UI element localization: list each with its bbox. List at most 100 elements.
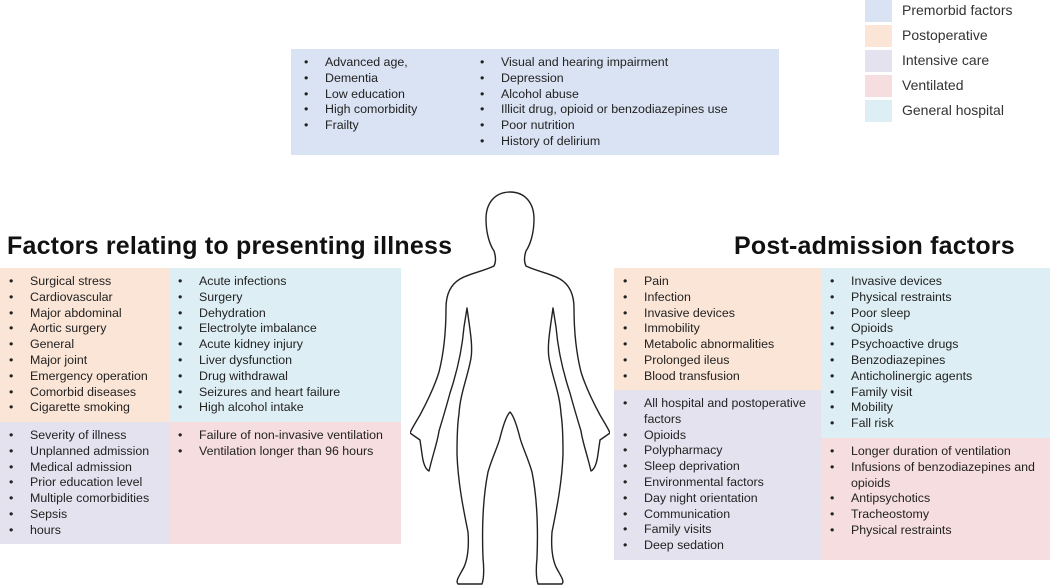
list-item: Unplanned admission <box>6 444 149 460</box>
body-outline <box>410 191 610 585</box>
list-item: Physical restraints <box>827 523 1045 539</box>
list-item: Aortic surgery <box>6 321 148 337</box>
list-item: Poor nutrition <box>477 118 728 134</box>
list-item: History of delirium <box>477 134 728 150</box>
legend: Premorbid factors Postoperative Intensiv… <box>865 0 1050 125</box>
list-item: Advanced age, <box>301 55 417 71</box>
legend-item-ventilated: Ventilated <box>865 75 1050 100</box>
list-item: Metabolic abnormalities <box>620 337 774 353</box>
list-item: Sleep deprivation <box>620 459 816 475</box>
list-item: Poor sleep <box>827 306 972 322</box>
post-admission-general-hospital-box: Invasive devices Physical restraints Poo… <box>821 268 1050 438</box>
list-item: Ventilation longer than 96 hours <box>175 444 383 460</box>
list-item: Sepsis <box>6 507 149 523</box>
post-admission-intensive-care-list: All hospital and postoperative factors O… <box>620 396 816 554</box>
list-item: Immobility <box>620 321 774 337</box>
list-item: Major abdominal <box>6 306 148 322</box>
legend-swatch <box>865 25 892 47</box>
presenting-ventilated-list: Failure of non-invasive ventilation Vent… <box>175 428 383 460</box>
list-item: Polypharmacy <box>620 443 816 459</box>
list-item: Liver dysfunction <box>175 353 340 369</box>
list-item: Psychoactive drugs <box>827 337 972 353</box>
list-item: Family visits <box>620 522 816 538</box>
list-item: High alcohol intake <box>175 400 340 416</box>
post-admission-postoperative-box: Pain Infection Invasive devices Immobili… <box>614 268 821 390</box>
legend-swatch <box>865 100 892 122</box>
list-item: Longer duration of ventilation <box>827 444 1045 460</box>
legend-item-intensive-care: Intensive care <box>865 50 1050 75</box>
list-item: Acute kidney injury <box>175 337 340 353</box>
legend-label: Intensive care <box>902 52 990 68</box>
legend-label: Ventilated <box>902 77 964 93</box>
list-item: Multiple comorbidities <box>6 491 149 507</box>
human-body-outline-icon <box>410 191 610 585</box>
legend-item-postoperative: Postoperative <box>865 25 1050 50</box>
presenting-intensive-care-list: Severity of illness Unplanned admission … <box>6 428 149 539</box>
list-item: Dehydration <box>175 306 340 322</box>
legend-label: Premorbid factors <box>902 2 1013 18</box>
list-item: Mobility <box>827 400 972 416</box>
list-item: Opioids <box>620 428 816 444</box>
list-item: Seizures and heart failure <box>175 385 340 401</box>
list-item: Visual and hearing impairment <box>477 55 728 71</box>
list-item: Cardiovascular <box>6 290 148 306</box>
legend-label: Postoperative <box>902 27 988 43</box>
post-admission-intensive-care-box: All hospital and postoperative factors O… <box>614 390 821 560</box>
premorbid-left-list: Advanced age, Dementia Low education Hig… <box>301 55 417 134</box>
presenting-postoperative-list: Surgical stress Cardiovascular Major abd… <box>6 274 148 416</box>
list-item: Physical restraints <box>827 290 972 306</box>
list-item: Invasive devices <box>827 274 972 290</box>
list-item: Emergency operation <box>6 369 148 385</box>
list-item: Infection <box>620 290 774 306</box>
list-item: High comorbidity <box>301 102 417 118</box>
list-item: Infusions of benzodiazepines and opioids <box>827 460 1045 492</box>
list-item: Depression <box>477 71 728 87</box>
list-item: Comorbid diseases <box>6 385 148 401</box>
list-item: Family visit <box>827 385 972 401</box>
list-item: Blood transfusion <box>620 369 774 385</box>
list-item: Drug withdrawal <box>175 369 340 385</box>
post-admission-ventilated-box: Longer duration of ventilation Infusions… <box>821 438 1050 560</box>
legend-label: General hospital <box>902 102 1004 118</box>
list-item: Prolonged ileus <box>620 353 774 369</box>
list-item: Deep sedation <box>620 538 816 554</box>
list-item: All hospital and postoperative factors <box>620 396 816 428</box>
list-item: Frailty <box>301 118 417 134</box>
list-item: Major joint <box>6 353 148 369</box>
list-item: Failure of non-invasive ventilation <box>175 428 383 444</box>
list-item: General <box>6 337 148 353</box>
list-item: Acute infections <box>175 274 340 290</box>
legend-item-general-hospital: General hospital <box>865 100 1050 125</box>
premorbid-factors-box: Advanced age, Dementia Low education Hig… <box>291 49 779 155</box>
legend-item-premorbid: Premorbid factors <box>865 0 1050 25</box>
list-item: Electrolyte imbalance <box>175 321 340 337</box>
list-item: Fall risk <box>827 416 972 432</box>
presenting-general-hospital-list: Acute infections Surgery Dehydration Ele… <box>175 274 340 416</box>
list-item: hours <box>6 523 149 539</box>
post-admission-ventilated-list: Longer duration of ventilation Infusions… <box>827 444 1045 539</box>
list-item: Communication <box>620 507 816 523</box>
list-item: Low education <box>301 87 417 103</box>
list-item: Severity of illness <box>6 428 149 444</box>
legend-swatch <box>865 0 892 22</box>
presenting-intensive-care-box: Severity of illness Unplanned admission … <box>0 422 170 544</box>
post-admission-heading: Post-admission factors <box>734 232 1015 260</box>
list-item: Benzodiazepines <box>827 353 972 369</box>
list-item: Invasive devices <box>620 306 774 322</box>
list-item: Cigarette smoking <box>6 400 148 416</box>
post-admission-general-hospital-list: Invasive devices Physical restraints Poo… <box>827 274 972 432</box>
legend-swatch <box>865 75 892 97</box>
list-item: Surgical stress <box>6 274 148 290</box>
premorbid-right-list: Visual and hearing impairment Depression… <box>477 55 728 150</box>
presenting-ventilated-box: Failure of non-invasive ventilation Vent… <box>170 422 401 544</box>
presenting-postoperative-box: Surgical stress Cardiovascular Major abd… <box>0 268 170 422</box>
list-item: Anticholinergic agents <box>827 369 972 385</box>
list-item: Antipsychotics <box>827 491 1045 507</box>
list-item: Tracheostomy <box>827 507 1045 523</box>
list-item: Dementia <box>301 71 417 87</box>
list-item: Medical admission <box>6 460 149 476</box>
list-item: Opioids <box>827 321 972 337</box>
legend-swatch <box>865 50 892 72</box>
list-item: Day night orientation <box>620 491 816 507</box>
post-admission-postoperative-list: Pain Infection Invasive devices Immobili… <box>620 274 774 385</box>
